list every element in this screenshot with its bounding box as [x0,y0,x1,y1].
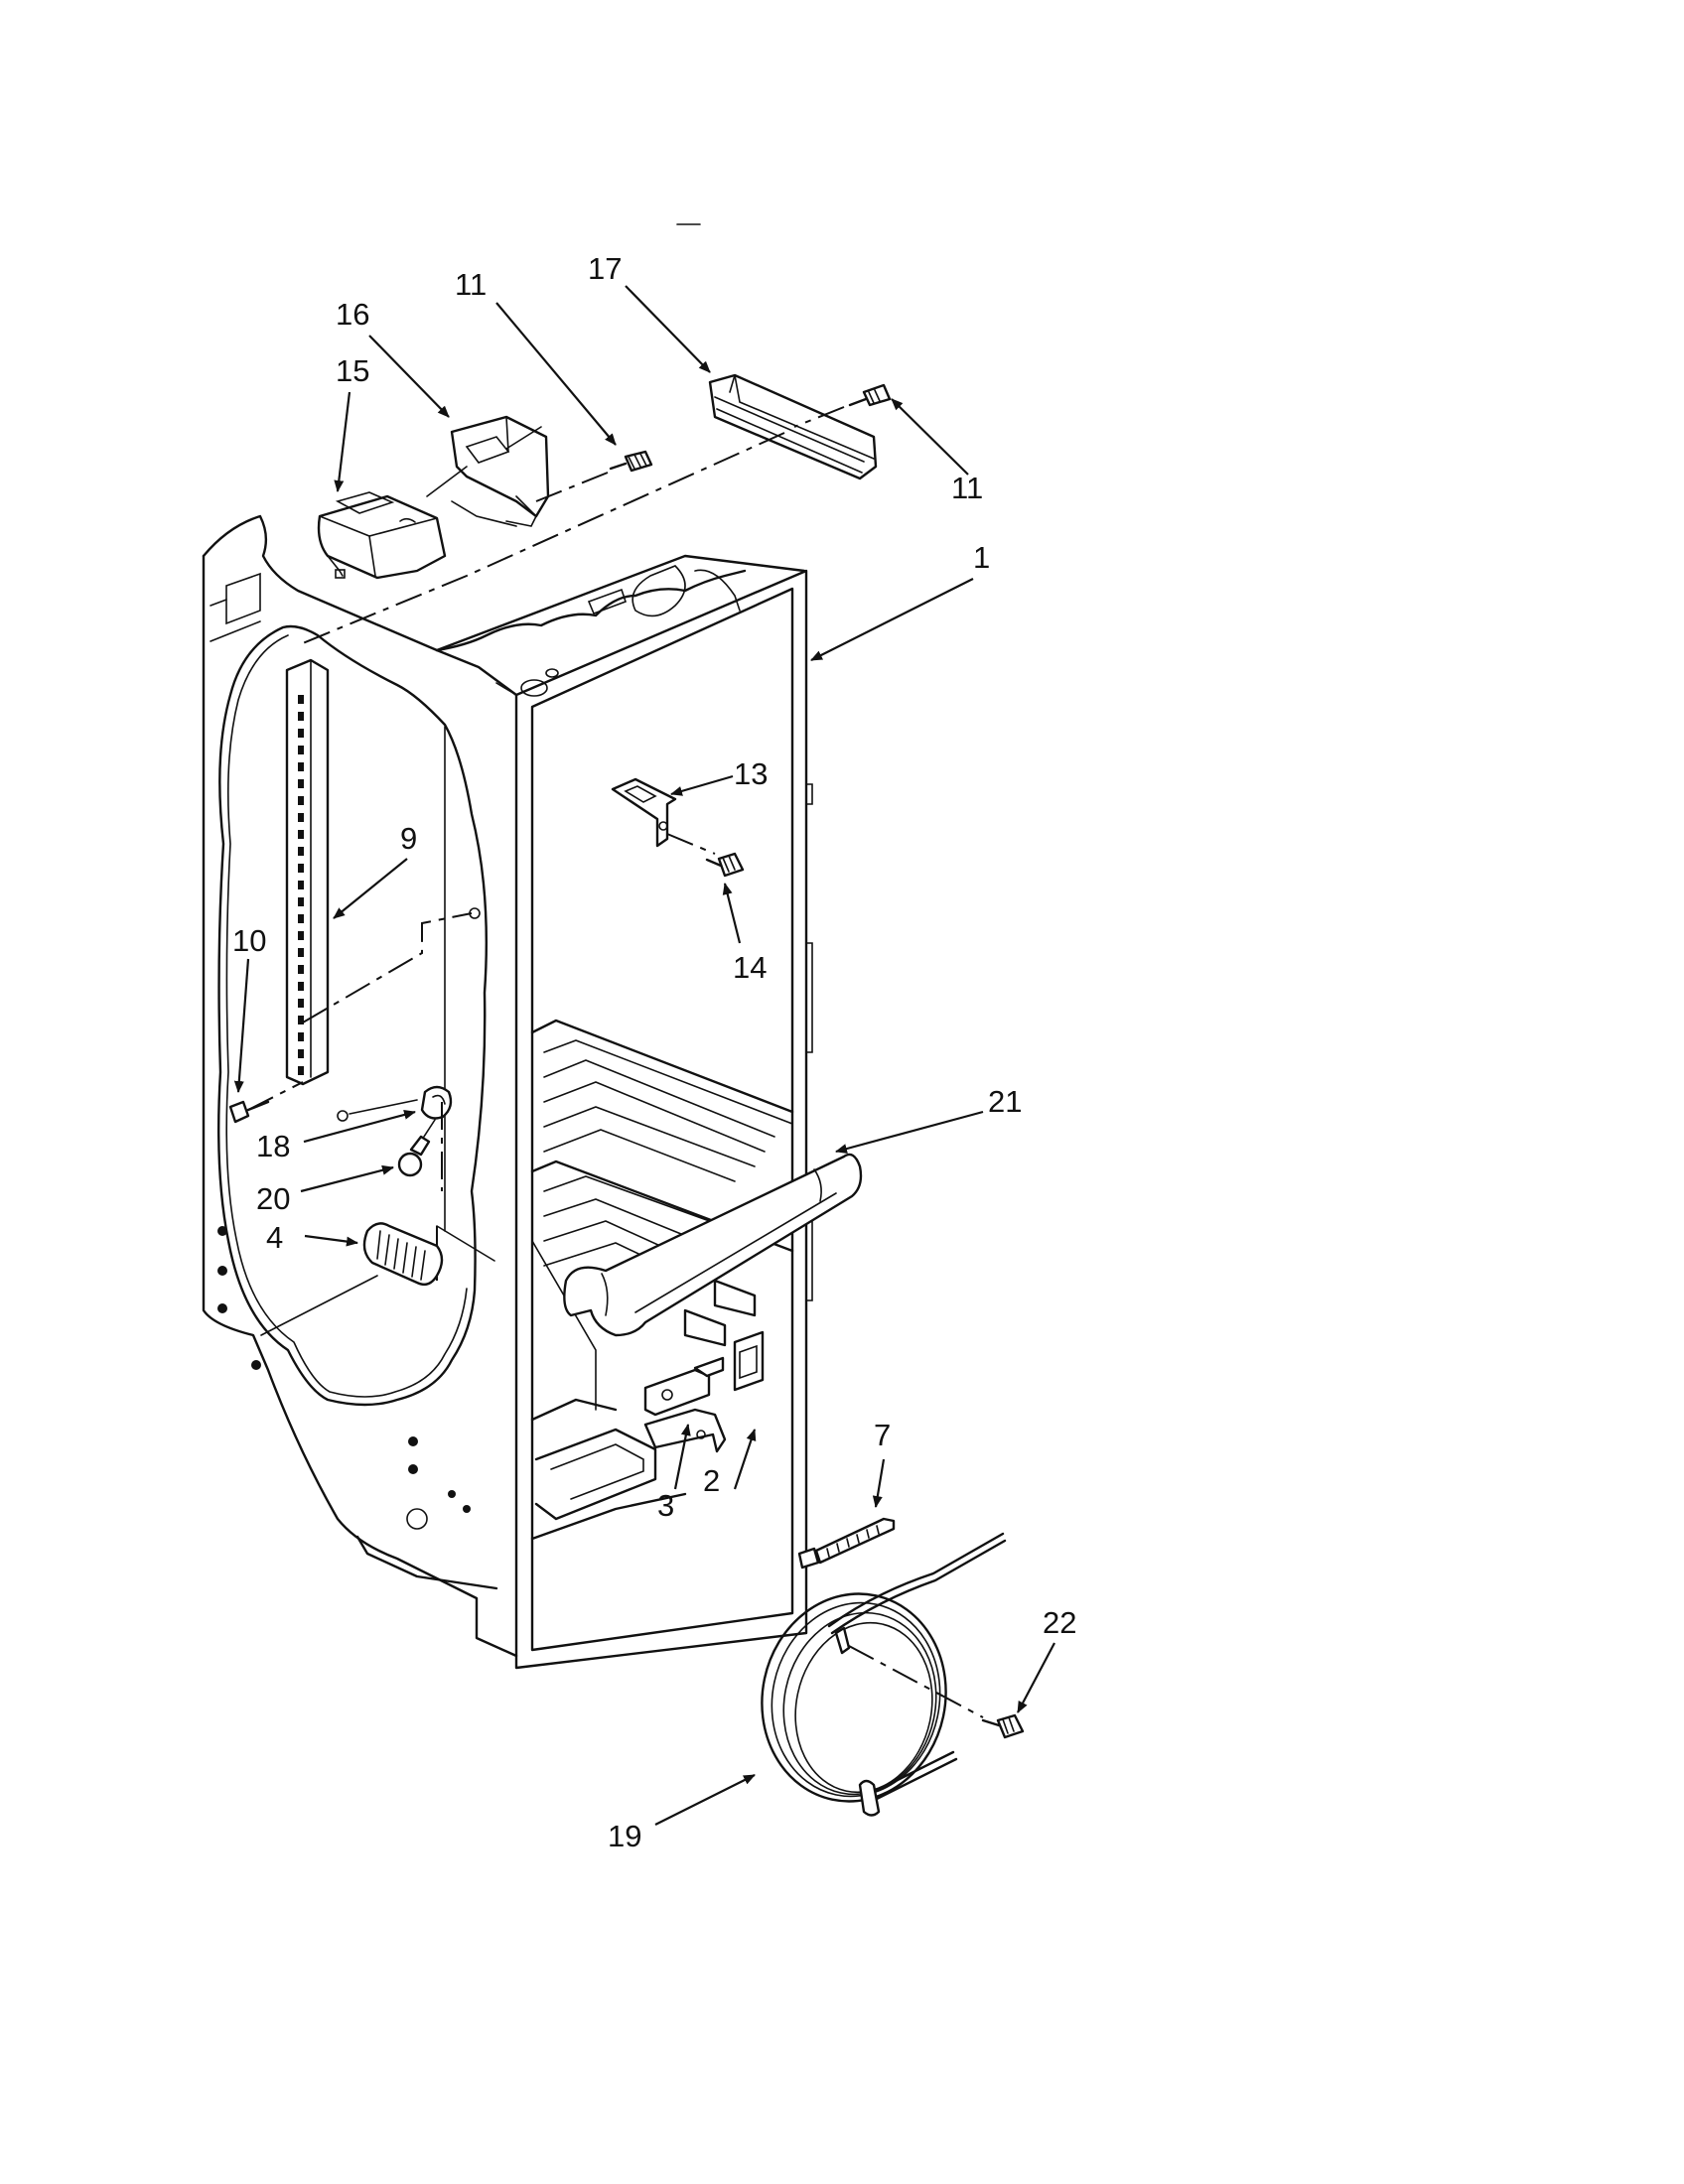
shelf-slot [298,847,304,856]
leader-16 [368,335,450,418]
leader-20 [300,1164,394,1193]
shelf-slot [298,746,304,754]
shelf-slot [298,965,304,974]
callout-3: 3 [657,1488,674,1523]
leader-22 [1017,1642,1055,1713]
part-21-cover [563,1153,863,1337]
part-10-screw [228,1100,270,1124]
callout-18: 18 [256,1129,290,1163]
leader-2 [733,1429,757,1490]
callout-4: 4 [266,1220,283,1255]
shelf-slot [298,762,304,771]
callout-19: 19 [608,1819,641,1853]
part-9-shelf-standard [285,658,330,1086]
callout-20: 20 [256,1181,290,1216]
hole-9 [469,907,481,919]
part-19-wire-coil [761,1532,1007,1817]
leader-13 [670,774,734,796]
dash-10 [247,1081,304,1111]
callout-1: 1 [973,540,990,575]
part-4-grille [362,1222,444,1287]
callout-11-left: 11 [455,267,487,302]
shelf-slot [298,1032,304,1041]
callout-7: 7 [874,1418,891,1452]
part-2-3-brackets [643,1330,765,1453]
part-11-screw-right [848,383,892,407]
dash-19-22 [848,1645,984,1718]
shelf-slot [298,914,304,923]
shelf-slot [298,999,304,1008]
part-14-screw [705,852,745,878]
callout-14: 14 [733,950,767,985]
part-13-bracket [611,777,677,848]
cabinet-liner [202,514,813,1670]
dash-11-left [535,472,609,502]
leader-15 [334,391,351,492]
leader-9 [333,858,408,919]
leader-11-left [495,302,617,446]
leader-14 [722,883,742,944]
shelf-slot [298,1016,304,1024]
cabinet-interior-cutaway [217,624,687,1669]
part-16-bracket [426,415,550,527]
dash-13 [666,833,716,855]
shelf-slot [298,1049,304,1058]
dash-11-right [793,406,845,428]
callout-11-right: 11 [951,471,983,505]
part-20-light-bulb [397,1135,431,1177]
leader-7 [872,1458,886,1508]
shelf-slot [298,1066,304,1075]
shelf-slot [298,729,304,738]
leader-21 [835,1110,984,1154]
leader-17 [625,285,711,373]
leader-4 [304,1234,358,1247]
shelf-slot [298,864,304,873]
shelf-slot [298,881,304,889]
shelf-slot [298,948,304,957]
leader-18 [303,1110,416,1144]
leader-19 [654,1774,756,1826]
shelf-slot [298,897,304,906]
callout-16: 16 [336,297,369,332]
callout-21: 21 [988,1084,1022,1119]
leader-1 [810,578,974,661]
leader-10 [233,958,250,1093]
dash-top-assembly [297,432,785,646]
shelf-slot [298,695,304,704]
leader-11-right [891,398,969,476]
shelf-slot [298,830,304,839]
shelf-slot [298,982,304,991]
shelf-slot [298,712,304,721]
part-7-cable-tie [797,1517,896,1570]
part-22-screw [981,1713,1025,1739]
shelf-slot [298,779,304,788]
callout-10: 10 [232,923,266,958]
shelf-slot [298,813,304,822]
leader-lines [233,285,1055,1826]
shelf-slot [298,931,304,940]
callout-labels: 1 2 3 4 7 9 10 11 11 13 14 15 16 17 18 1… [232,251,1076,1853]
leader-3 [673,1424,691,1490]
part-15-control-housing [317,491,447,580]
callout-13: 13 [734,756,768,791]
callout-9: 9 [400,821,417,856]
part-11-screw-left [609,450,653,473]
callout-15: 15 [336,353,369,388]
shelf-slot [298,796,304,805]
dash-9 [302,912,473,1024]
part-17-channel [708,373,878,480]
callout-17: 17 [588,251,622,286]
callout-2: 2 [703,1463,720,1498]
callout-22: 22 [1043,1605,1076,1640]
